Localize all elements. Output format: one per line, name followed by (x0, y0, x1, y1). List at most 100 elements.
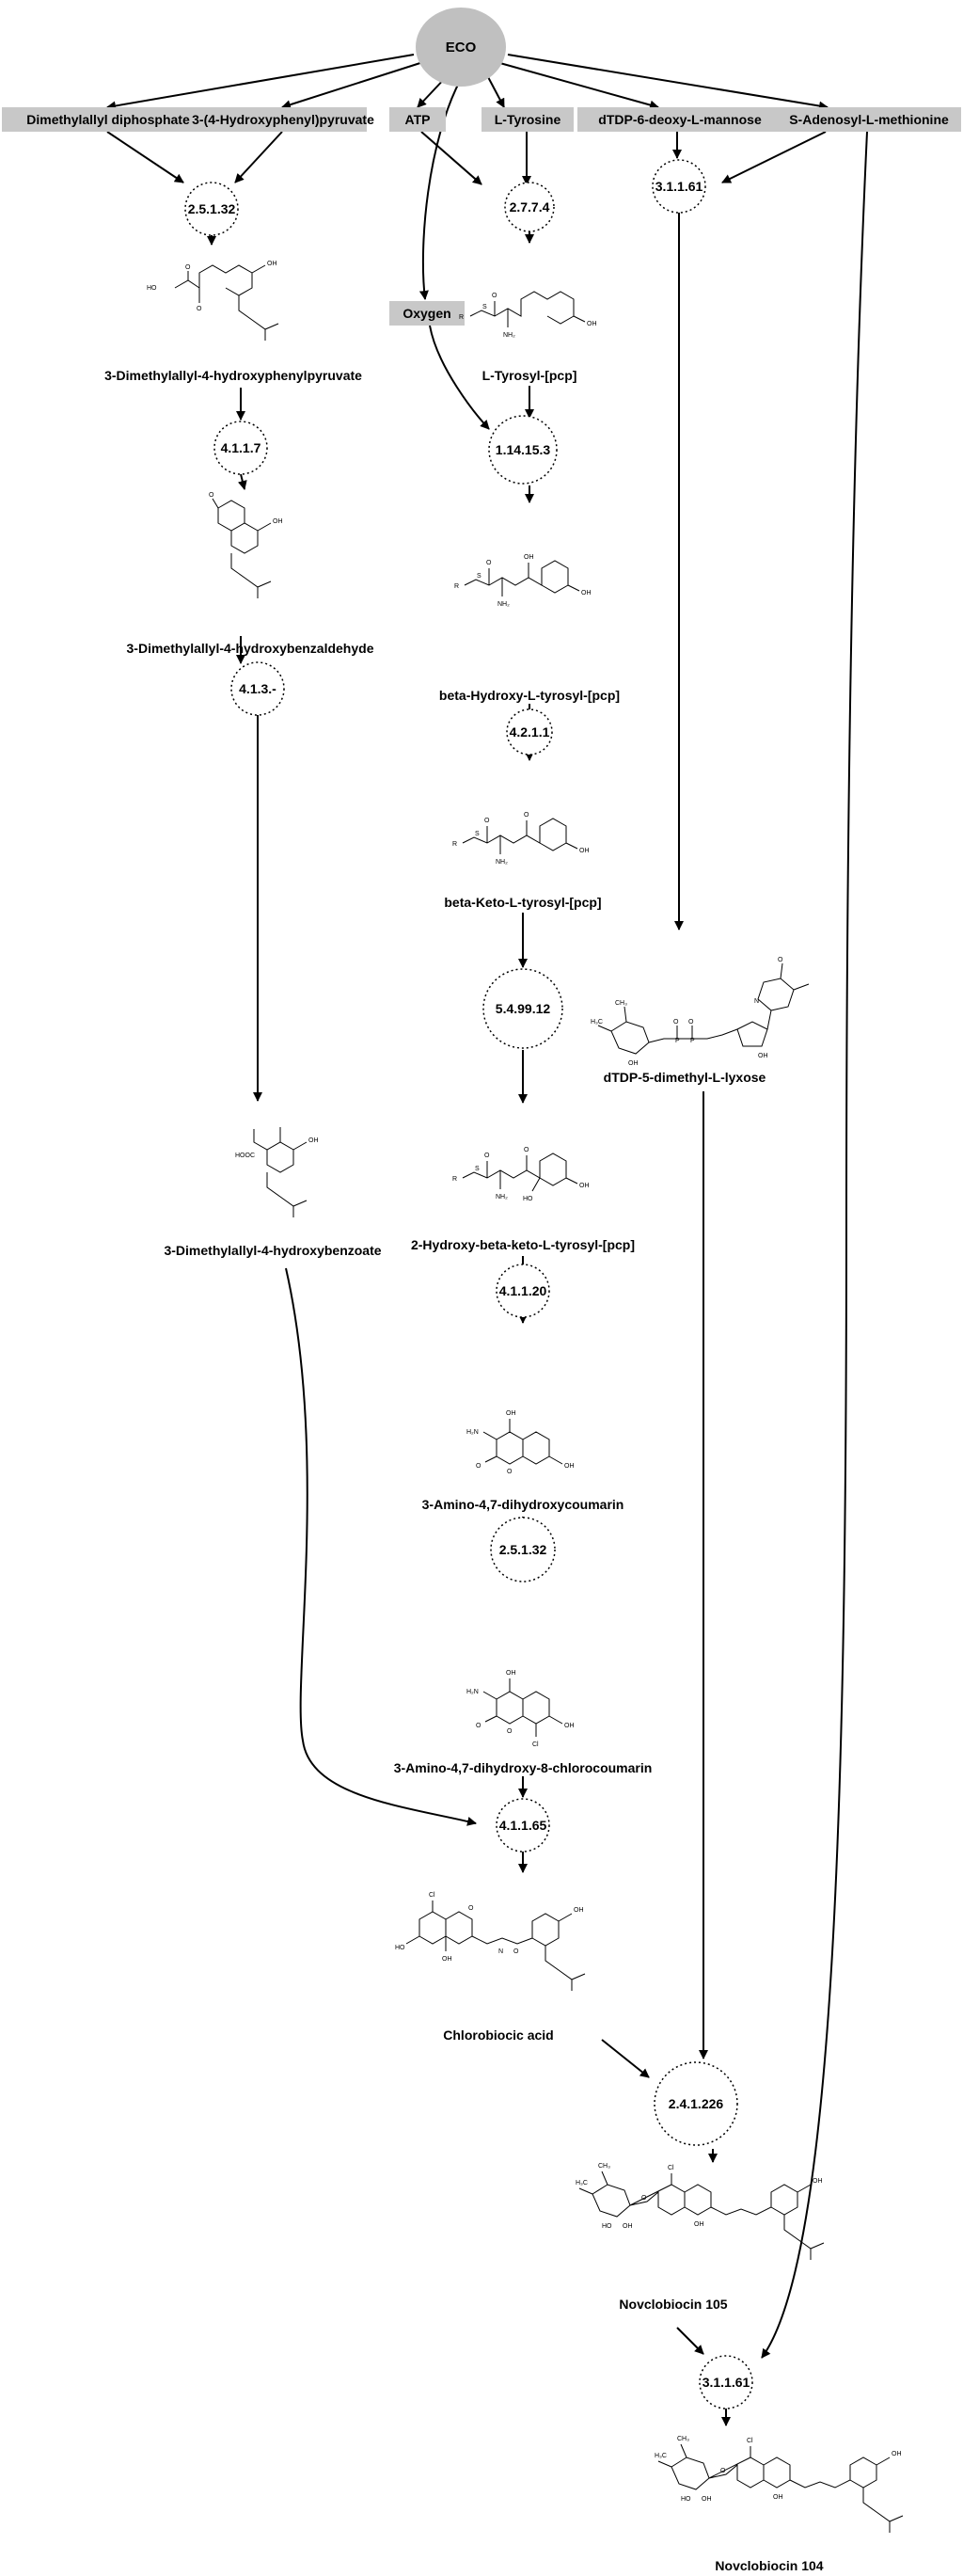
structure-c10: OH H₂N O O OH Cl (466, 1670, 575, 1748)
atom-label: Cl (532, 1741, 539, 1748)
structure-c5: R S O NH₂ O OH (452, 812, 590, 866)
atom-label: O (197, 306, 202, 312)
enzyme-node-2.5.1.32-b[interactable]: 2.5.1.32 (490, 1517, 556, 1582)
structure-c12: Cl H₃C CH₃ O HO OH OH OH (576, 2163, 825, 2260)
input-node-dmapp[interactable]: Dimethylallyl diphosphate (2, 107, 214, 132)
enzyme-node-2.5.1.32[interactable]: 2.5.1.32 (184, 182, 239, 236)
input-label-dmapp: Dimethylallyl diphosphate (26, 112, 190, 127)
atom-label: OH (564, 1723, 575, 1729)
edge-eco-dmapp (106, 54, 415, 111)
compound-label-c8: 2-Hydroxy-beta-keto-L-tyrosyl-[pcp] (411, 1237, 635, 1252)
atom-label: O (507, 1469, 513, 1475)
enzyme-node-4.1.1.65[interactable]: 4.1.1.65 (496, 1798, 550, 1852)
input-box (777, 107, 961, 132)
compound-label-c6: dTDP-5-dimethyl-L-lyxose (604, 1070, 766, 1085)
input-box (577, 107, 782, 132)
structure-c6: H₃C CH₃ O O P P O N OH OH (591, 957, 810, 1067)
enzyme-node-2.7.7.4[interactable]: 2.7.7.4 (504, 182, 555, 232)
atom-label: O (720, 2468, 726, 2474)
atom-label: OH (273, 518, 283, 525)
enzyme-label: 4.1.1.7 (221, 440, 261, 455)
atom-label: O (524, 1147, 529, 1153)
atom-label: OH (758, 1053, 768, 1059)
enzyme-label: 4.2.1.1 (510, 724, 550, 739)
atom-label: OH (524, 554, 534, 561)
compound-label-c11: Chlorobiocic acid (443, 2027, 553, 2043)
atom-label: O (524, 812, 529, 819)
enzyme-circle (230, 661, 285, 716)
enzyme-circle (654, 2061, 738, 2146)
enzyme-label: 2.5.1.32 (188, 201, 236, 216)
atom-label: NH₂ (496, 859, 508, 866)
atom-label: O (468, 1905, 474, 1912)
enzyme-circle (184, 182, 239, 236)
edge-c11-e12 (601, 2039, 650, 2078)
input-node-tyr[interactable]: L-Tyrosine (482, 107, 574, 132)
input-label-oxygen: Oxygen (403, 306, 450, 321)
input-node-hpp[interactable]: 3-(4-Hydroxyphenyl)pyruvate (192, 107, 374, 132)
input-label-dtdp: dTDP-6-deoxy-L-mannose (598, 112, 762, 127)
enzyme-node-2.4.1.226[interactable]: 2.4.1.226 (654, 2061, 738, 2146)
enzyme-node-3.1.1.61-b[interactable]: 3.1.1.61 (699, 2355, 753, 2409)
atom-label: OH (506, 1410, 516, 1417)
atom-label: H₂N (466, 1429, 479, 1436)
atom-label: O (673, 1019, 679, 1026)
atom-label: HO (681, 2496, 691, 2503)
input-label-tyr: L-Tyrosine (495, 112, 561, 127)
enzyme-label: 2.5.1.32 (499, 1542, 547, 1557)
atom-label: R (454, 583, 459, 590)
atom-label: HO (523, 1196, 533, 1202)
atom-label: OH (628, 1060, 639, 1067)
compound-label-c7: 3-Dimethylallyl-4-hydroxybenzoate (164, 1243, 381, 1258)
atom-label: H₂N (466, 1689, 479, 1695)
atom-label: H₃C (576, 2180, 588, 2186)
enzyme-circle (504, 182, 555, 232)
enzyme-circle (490, 1517, 556, 1582)
atom-label: OH (308, 1137, 319, 1144)
atom-label: N (754, 998, 759, 1005)
input-node-sam[interactable]: S-Adenosyl-L-methionine (777, 107, 961, 132)
atom-label: O (492, 293, 497, 299)
atom-label: O (778, 957, 783, 963)
root-node-eco[interactable]: ECO (416, 8, 506, 87)
enzyme-node-4.1.3.-[interactable]: 4.1.3.- (230, 661, 285, 716)
enzyme-node-4.1.1.7[interactable]: 4.1.1.7 (213, 421, 268, 475)
root-ellipse (416, 8, 506, 87)
atom-label: S (482, 304, 487, 310)
enzyme-label: 5.4.99.12 (496, 1001, 551, 1016)
input-box (2, 107, 214, 132)
atom-label: O (688, 1019, 694, 1026)
atom-label: O (641, 2195, 647, 2202)
atom-label: OH (506, 1670, 516, 1677)
enzyme-node-4.2.1.1[interactable]: 4.2.1.1 (506, 708, 553, 755)
atom-label: O (507, 1728, 513, 1735)
structure-c2: R S O NH₂ OH (459, 291, 597, 339)
atom-label: P (675, 1038, 680, 1044)
input-node-dtdp[interactable]: dTDP-6-deoxy-L-mannose (577, 107, 782, 132)
input-box (389, 107, 446, 132)
edge-hpp-e1 (234, 131, 283, 183)
atom-label: O (484, 1153, 490, 1159)
atom-label: O (484, 818, 490, 824)
input-label-hpp: 3-(4-Hydroxyphenyl)pyruvate (192, 112, 374, 127)
enzyme-label: 4.1.1.20 (499, 1283, 547, 1298)
edge-atp-e2 (420, 131, 482, 185)
enzyme-node-3.1.1.61[interactable]: 3.1.1.61 (652, 159, 706, 214)
enzyme-node-5.4.99.12[interactable]: 5.4.99.12 (482, 968, 563, 1049)
atom-label: OH (623, 2223, 633, 2230)
atom-label: CH₃ (598, 2163, 610, 2170)
enzyme-node-1.14.15.3[interactable]: 1.14.15.3 (488, 415, 558, 485)
atom-label: NH₂ (496, 1194, 508, 1201)
input-node-oxygen[interactable]: Oxygen (389, 301, 465, 326)
atom-label: HO (147, 285, 157, 292)
edge-e4-c3 (237, 473, 247, 490)
atom-label: O (476, 1463, 482, 1470)
input-node-atp[interactable]: ATP (389, 107, 446, 132)
edge-eco-tyr (486, 74, 505, 108)
enzyme-node-4.1.1.20[interactable]: 4.1.1.20 (496, 1264, 550, 1318)
edges (106, 54, 868, 2426)
structure-c13: Cl H₃C CH₃ O HO OH OH OH (655, 2436, 904, 2533)
input-box (482, 107, 574, 132)
atom-label: S (475, 831, 480, 837)
edge-eco-hpp (281, 61, 424, 110)
